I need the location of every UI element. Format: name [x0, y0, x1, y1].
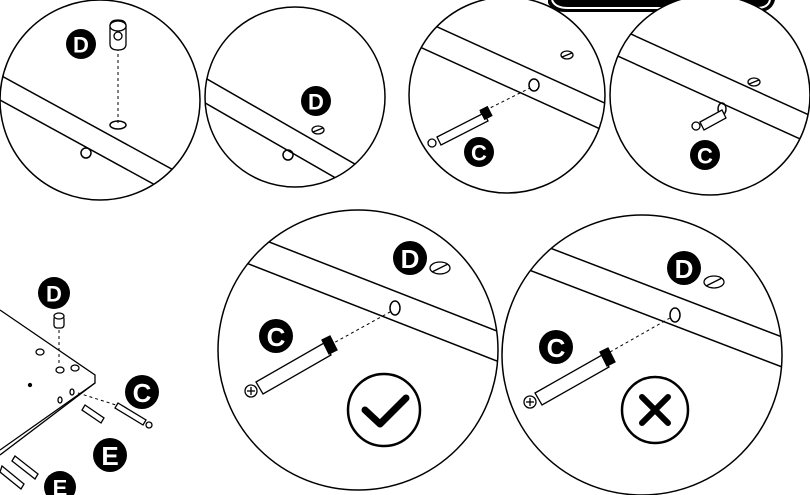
svg-text:C: C: [697, 144, 713, 169]
label-badge-d: D: [66, 29, 96, 59]
label-badge-d: D: [38, 277, 70, 309]
svg-text:D: D: [46, 282, 62, 307]
label-badge-d: D: [301, 86, 331, 116]
svg-text:C: C: [547, 333, 566, 363]
label-badge-d: D: [667, 251, 701, 285]
svg-text:D: D: [73, 33, 89, 58]
panel-6-incorrect-orientation: D C: [490, 215, 790, 495]
incorrect-x-icon: [622, 377, 688, 443]
label-badge-c: C: [464, 137, 494, 167]
svg-text:E: E: [53, 476, 68, 495]
cam-lock-screw-head: [430, 262, 450, 274]
svg-text:E: E: [101, 441, 118, 471]
label-badge-e: E: [44, 471, 76, 495]
cam-lock-screw-head: [312, 126, 324, 134]
label-badge-c: C: [690, 140, 720, 170]
cam-lock-part: [54, 313, 64, 328]
panel-1-cam-lock-insert: D: [0, 0, 210, 215]
panel-4-dowel-seated: C: [600, 0, 810, 195]
screw-head: [561, 51, 573, 59]
svg-text:C: C: [133, 378, 152, 408]
panel-2-cam-lock-seated: D: [200, 7, 400, 215]
svg-text:C: C: [471, 141, 487, 166]
correct-check-icon: [348, 374, 420, 446]
label-badge-c: C: [259, 319, 293, 353]
screw-head: [748, 78, 760, 86]
svg-text:C: C: [267, 322, 286, 352]
svg-text:D: D: [308, 90, 324, 115]
panel-3-dowel-insert: C: [400, 0, 620, 193]
label-badge-d: D: [393, 241, 427, 275]
label-badge-c: C: [539, 330, 573, 364]
cam-lock-screw-head: [704, 276, 724, 288]
panel-5-correct-orientation: D C: [200, 210, 520, 490]
label-badge-c: C: [125, 375, 159, 409]
label-badge-e: E: [93, 438, 127, 472]
svg-text:D: D: [675, 254, 694, 284]
cam-lock-part: [110, 20, 126, 50]
svg-text:D: D: [401, 244, 420, 274]
